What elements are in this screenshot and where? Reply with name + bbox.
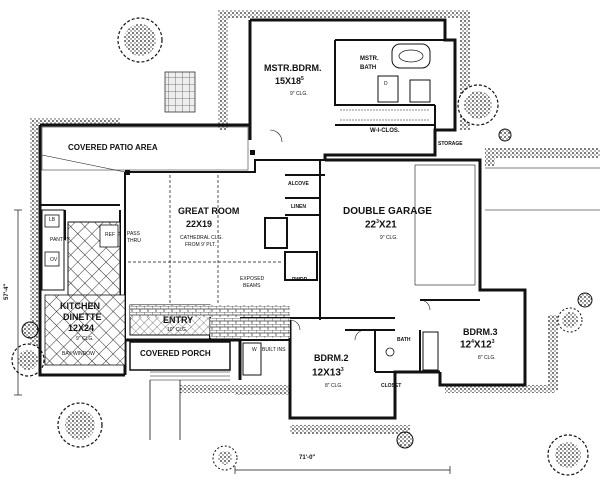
bedroom2-label: BDRM.2 [314, 353, 349, 363]
double-garage-dims: 223X21 [365, 219, 397, 231]
master-bath-label: MSTR. [360, 56, 379, 62]
hedge-left [218, 10, 228, 130]
covered-porch-label: COVERED PORCH [140, 349, 211, 358]
exposed-beams-label: EXPOSED [240, 276, 265, 282]
shrub-bottom-left [57, 402, 103, 448]
alcove-label: ALCOVE [288, 181, 309, 187]
kitchen-label: KITCHEN [60, 301, 100, 311]
bay-window-label: BAY WINDOW [62, 351, 95, 357]
exterior-walls [38, 18, 527, 420]
bedroom2-clg: 8" CLG. [325, 383, 343, 389]
master-bedroom-clg: 9" CLG. [290, 91, 308, 97]
lazy-susan-label: LB [49, 217, 56, 223]
pass-thru-label-2: THRU [127, 238, 141, 244]
hedge-top [218, 10, 468, 18]
shrub-bottom-center [212, 445, 238, 471]
master-bedroom-label: MSTR.BDRM. [264, 63, 322, 73]
powder-label: PWDR [292, 277, 308, 283]
refrigerator-label: REF [105, 232, 115, 238]
great-room-dims: 22X19 [186, 219, 213, 229]
master-bedroom-dims: 15X185 [275, 76, 304, 86]
closet-label: CLOSET [381, 383, 402, 389]
built-ins-label: BUILT INS [262, 347, 286, 353]
hedge-right [460, 10, 470, 130]
great-room-ceiling-note: CATHEDRAL CLG. [180, 235, 223, 241]
bedroom3-dims: 124X123 [460, 339, 495, 351]
entry-clg: 10" CLG. [167, 327, 188, 333]
misc-d-label: D [384, 81, 388, 87]
pantry-label: PANTRY [50, 237, 70, 243]
covered-patio-label: COVERED PATIO AREA [68, 143, 158, 152]
shrub-top-left [117, 17, 163, 63]
hedge-west [30, 118, 38, 373]
exposed-beams-label-2: BEAMS [243, 283, 261, 289]
bath-label: BATH [397, 337, 411, 343]
stepping-stones [164, 71, 196, 113]
linen-label: LINEN [291, 204, 306, 210]
entry-label: ENTRY [163, 315, 194, 325]
shrub-left-bottom [11, 343, 45, 377]
bedroom3-label: BDRM.3 [463, 327, 498, 337]
double-garage-clg: 9" CLG. [380, 235, 398, 241]
bedroom2-dims: 12X133 [312, 367, 344, 379]
dinette-label: DINETTE [63, 312, 102, 322]
great-room-plate-note: FROM 9' PLT. [185, 242, 216, 248]
double-garage-label: DOUBLE GARAGE [343, 206, 432, 217]
walk-in-closet-label: W-I-CLOS. [370, 128, 400, 134]
pass-thru-label: PASS [127, 231, 140, 237]
great-room-label: GREAT ROOM [178, 206, 240, 216]
width-dimension: 71'-0" [296, 455, 319, 461]
shrub-right-top [457, 84, 499, 126]
bedroom3-clg: 8" CLG. [478, 355, 496, 361]
shrub-right-mid [557, 307, 583, 333]
master-bath-label-2: BATH [360, 65, 377, 71]
storage-label: STORAGE [438, 141, 463, 147]
depth-dimension: 57'-4" [4, 283, 10, 300]
kitchen-dims: 12X24 [68, 323, 95, 333]
shrub-bottom-right [547, 434, 589, 476]
hedge-east [485, 148, 600, 158]
misc-w-label: W [252, 347, 257, 353]
kitchen-clg: 9" CLG. [76, 336, 94, 342]
shrub-small-cluster [21, 128, 593, 449]
oven-label: OV [50, 257, 58, 263]
